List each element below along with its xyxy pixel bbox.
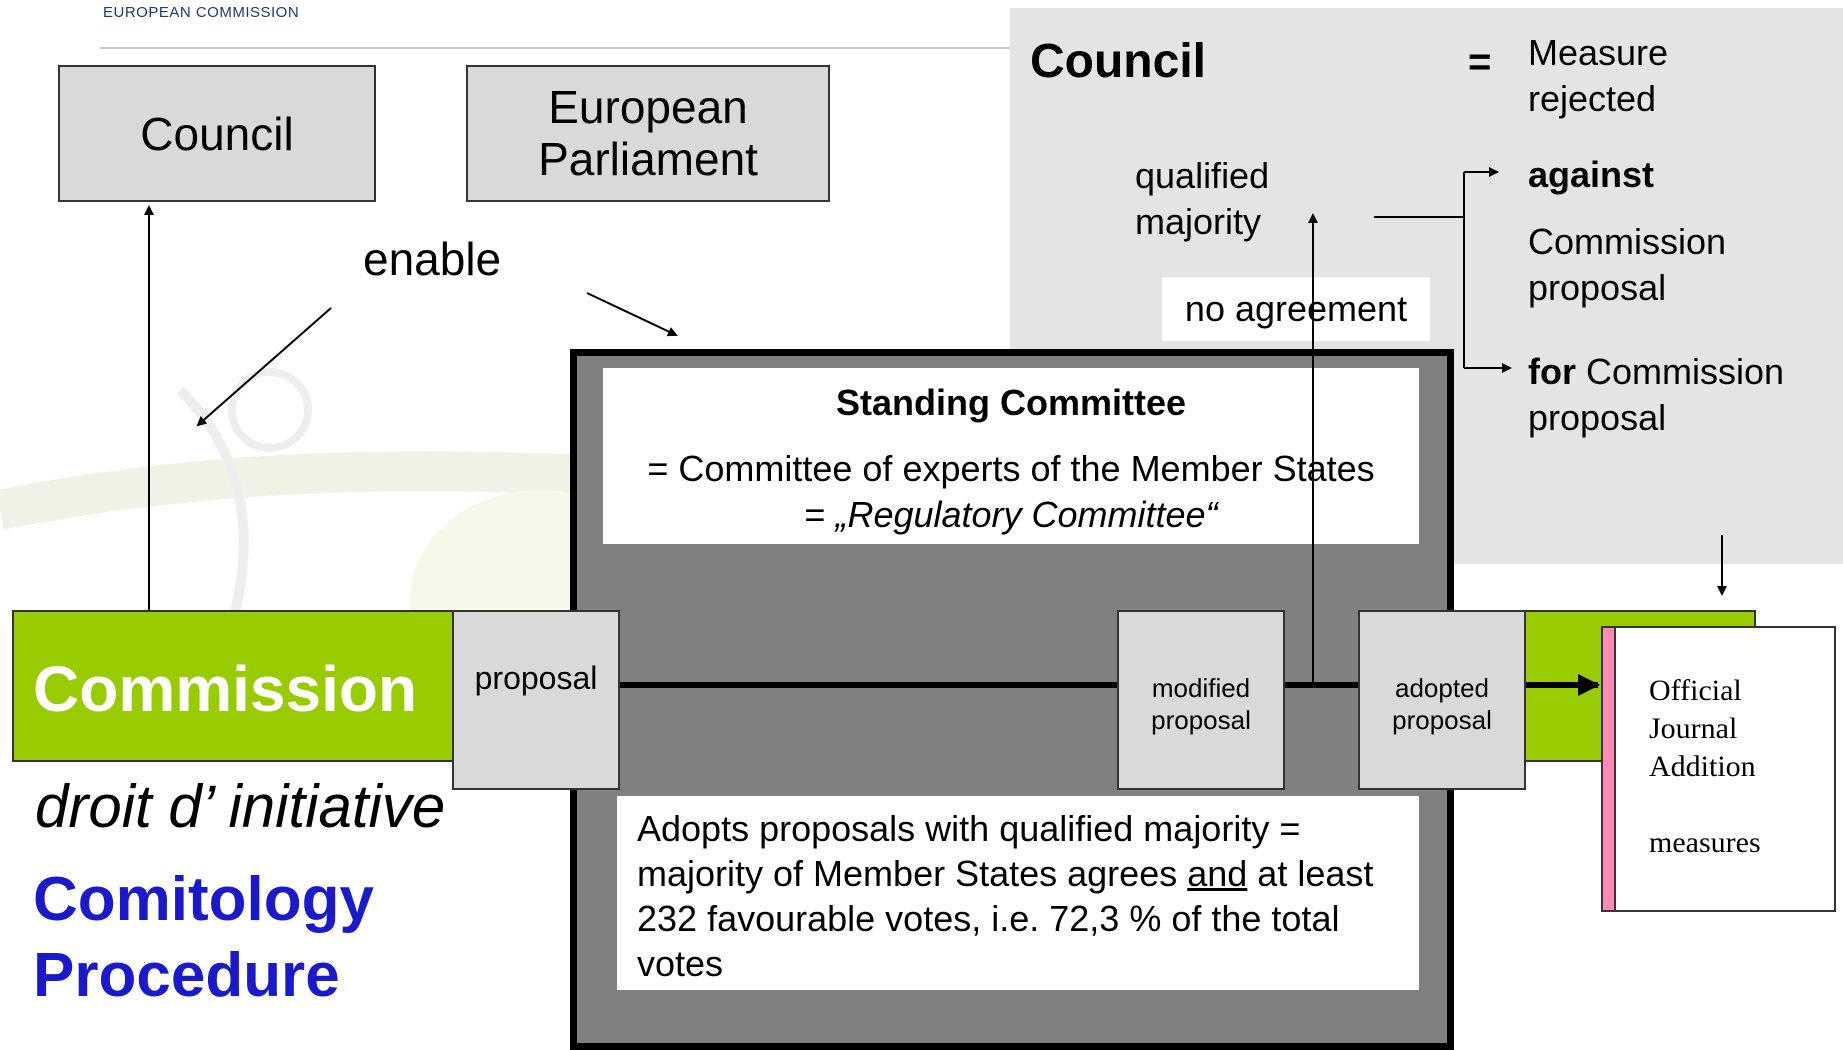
qualified-majority-definition: Adopts proposals with qualified majority… [617,796,1419,990]
oj-line-official: Official [1649,674,1742,707]
for-rest-text: Commission proposal [1528,351,1785,438]
comitology-procedure-title: Comitology Procedure [33,862,374,1014]
regulatory-prefix: = [804,494,836,535]
modified-proposal-box: modified proposal [1117,610,1285,790]
droit-d-initiative-text: droit d’ initiative [35,773,446,840]
regulatory-committee-name: „Regulatory Committee“ [835,494,1218,535]
oj-line-addition: Addition [1649,750,1756,783]
regulatory-committee-text: = „Regulatory Committee“ [603,494,1419,536]
commission-title: Commission [33,653,418,725]
enable-label: enable [363,233,502,285]
standing-committee-title: Standing Committee [835,382,1186,423]
for-commission-proposal-label: for Commission proposal [1528,349,1828,441]
organization-logo-text: EUROPEAN COMMISSION [103,4,300,21]
council-panel-title: Council [1030,35,1206,88]
oj-line-measures: measures [1649,826,1761,859]
comitology-word: Comitology [33,865,374,934]
council-box: Council [58,65,376,202]
oj-line-journal: Journal [1649,712,1738,745]
european-parliament-box: European Parliament [466,65,830,202]
committee-of-experts-text: = Committee of experts of the Member Sta… [647,448,1375,489]
against-label: against [1528,154,1655,195]
enable-left-arrow [196,307,332,427]
adopts-text-part1: Adopts proposals with qualified majority… [637,808,1301,894]
commission-proposal-label: Commission proposal [1528,221,1727,308]
official-journal-document: Official Journal Addition measures [1614,626,1836,912]
no-agreement-label: no agreement [1162,277,1430,341]
adopts-text-and: and [1187,853,1248,894]
adopts-text-part2: at least 232 favourable votes, i.e. 72,3… [637,853,1374,984]
enable-right-arrow [586,292,678,337]
header-divider [100,47,1020,49]
adopted-proposal-box: adopted proposal [1358,610,1526,790]
measure-rejected-label: Measure rejected [1528,32,1669,119]
proposal-box: proposal [452,610,620,790]
for-bold-text: for [1528,351,1576,392]
council-equals-sign: = [1468,40,1492,84]
standing-committee-description: Standing Committee = Committee of expert… [603,368,1419,544]
qualified-majority-label: qualified majority [1135,155,1270,242]
procedure-word: Procedure [33,941,340,1010]
